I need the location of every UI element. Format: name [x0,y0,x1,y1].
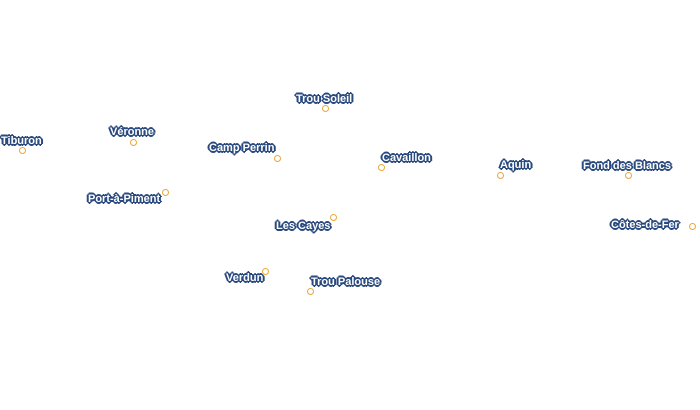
place-marker-icon[interactable] [624,171,632,179]
place-label: Camp Perrin [209,142,275,154]
place-label: Côtes-de-Fer [611,219,679,231]
place-label: Tiburon [1,135,42,147]
place-label: Véronne [110,126,155,138]
place-label: Trou Soleil [296,93,353,105]
place-marker-icon[interactable] [18,146,26,154]
place-marker-icon[interactable] [261,267,269,275]
place-label: Les Cayes [276,220,331,232]
place-marker-icon[interactable] [306,287,314,295]
place-marker-icon[interactable] [129,138,137,146]
place-marker-icon[interactable] [329,213,337,221]
place-marker-icon[interactable] [377,163,385,171]
place-label: Verdun [226,272,264,284]
place-label: Aquin [500,159,532,171]
place-label: Fond des Blancs [583,160,672,172]
place-marker-icon[interactable] [273,154,281,162]
place-label: Trou Palouse [311,276,381,288]
place-label: Port-à-Piment [88,193,161,205]
place-marker-icon[interactable] [688,222,696,230]
place-marker-icon[interactable] [496,171,504,179]
place-marker-icon[interactable] [161,188,169,196]
place-marker-icon[interactable] [321,104,329,112]
place-label: Cavaillon [382,152,431,164]
